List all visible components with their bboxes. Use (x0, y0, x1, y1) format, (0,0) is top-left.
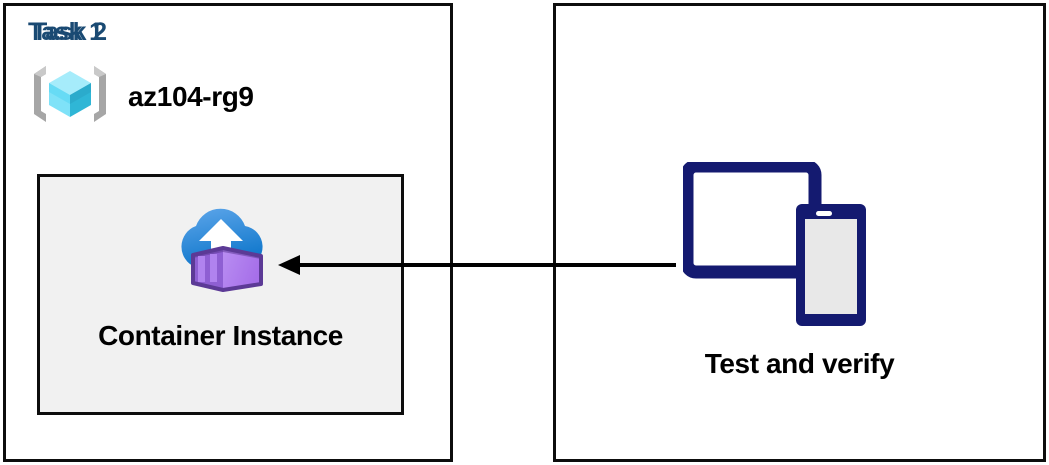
resource-group-row: az104-rg9 (30, 62, 254, 131)
devices-label: Test and verify (704, 348, 895, 379)
resource-group-label: az104-rg9 (128, 80, 254, 112)
tablet-and-phone-icon (680, 159, 873, 337)
azure-resource-group-icon (30, 62, 110, 131)
container-instance-icon (165, 195, 277, 304)
container-instance-card: Container Instance (37, 174, 404, 415)
container-instance-label: Container Instance (98, 320, 343, 351)
panel-title-task-2: Task 2 (32, 18, 107, 46)
panel-title-task-1: Task 1 (28, 18, 103, 46)
